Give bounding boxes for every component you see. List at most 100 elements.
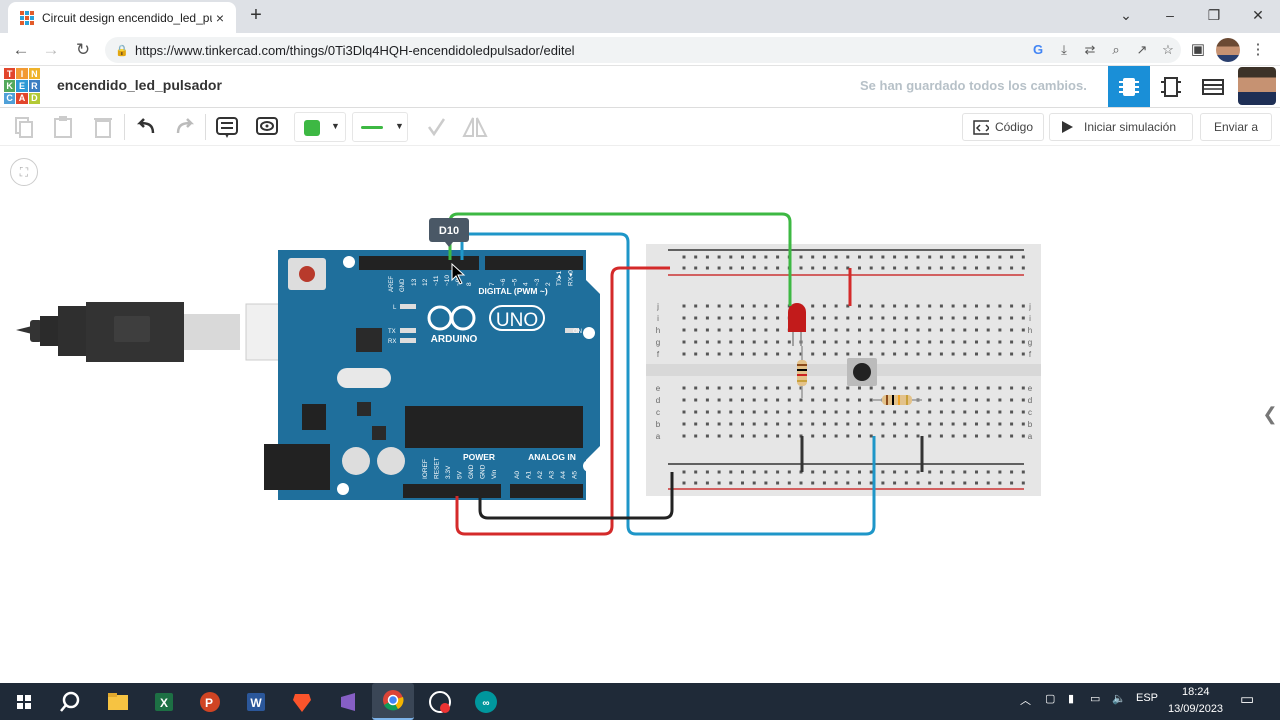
rail-hole[interactable] — [986, 266, 990, 270]
breadboard-hole[interactable] — [682, 328, 686, 332]
breadboard-hole[interactable] — [928, 328, 932, 332]
paste-icon[interactable] — [48, 112, 78, 142]
breadboard-hole[interactable] — [893, 410, 897, 414]
breadboard-hole[interactable] — [752, 328, 756, 332]
breadboard-hole[interactable] — [939, 304, 943, 308]
rail-hole[interactable] — [1021, 470, 1025, 474]
breadboard-hole[interactable] — [881, 328, 885, 332]
breadboard-hole[interactable] — [963, 398, 967, 402]
breadboard-hole[interactable] — [951, 304, 955, 308]
breadboard-hole[interactable] — [904, 328, 908, 332]
breadboard-hole[interactable] — [1010, 352, 1014, 356]
breadboard-hole[interactable] — [822, 352, 826, 356]
recorder-icon[interactable] — [424, 686, 456, 718]
rail-hole[interactable] — [939, 266, 943, 270]
send-to-button[interactable]: Enviar a — [1200, 113, 1272, 141]
chevron-up-icon[interactable]: ︿ — [1020, 695, 1031, 707]
breadboard-hole[interactable] — [869, 398, 873, 402]
breadboard-hole[interactable] — [705, 328, 709, 332]
start-simulation-button[interactable]: Iniciar simulación — [1049, 113, 1193, 141]
breadboard-hole[interactable] — [694, 434, 698, 438]
breadboard-hole[interactable] — [998, 340, 1002, 344]
breadboard-hole[interactable] — [858, 328, 861, 332]
clock-time[interactable]: 18:24 — [1182, 686, 1210, 698]
black-wire-gnd[interactable] — [478, 472, 674, 520]
rail-hole[interactable] — [869, 266, 873, 270]
breadboard-hole[interactable] — [776, 316, 780, 320]
breadboard-hole[interactable] — [1021, 316, 1025, 320]
breadboard-hole[interactable] — [846, 398, 850, 402]
rail-hole[interactable] — [752, 255, 756, 259]
breadboard-hole[interactable] — [729, 398, 733, 402]
breadboard-hole[interactable] — [682, 304, 686, 308]
schematic-view-button[interactable] — [1150, 66, 1192, 107]
breadboard-hole[interactable] — [963, 352, 967, 356]
breadboard-hole[interactable] — [951, 398, 955, 402]
breadboard-hole[interactable] — [717, 316, 721, 320]
breadboard-hole[interactable] — [986, 398, 990, 402]
project-name[interactable]: encendido_led_pulsador — [57, 77, 222, 93]
breadboard-hole[interactable] — [916, 434, 920, 438]
breadboard-hole[interactable] — [787, 410, 791, 414]
breadboard-hole[interactable] — [682, 340, 686, 344]
breadboard-hole[interactable] — [975, 386, 978, 390]
rail-hole[interactable] — [729, 266, 733, 270]
rail-hole[interactable] — [928, 266, 932, 270]
rail-hole[interactable] — [951, 266, 955, 270]
rail-hole[interactable] — [881, 255, 885, 259]
breadboard-hole[interactable] — [998, 410, 1002, 414]
breadboard-hole[interactable] — [822, 410, 826, 414]
breadboard-hole[interactable] — [834, 316, 838, 320]
rail-hole[interactable] — [986, 255, 990, 259]
close-tab-icon[interactable]: × — [215, 9, 225, 26]
rail-hole[interactable] — [764, 266, 768, 270]
breadboard-hole[interactable] — [717, 340, 721, 344]
browser-menu-icon[interactable]: ⋮ — [1250, 41, 1266, 58]
push-button[interactable] — [847, 358, 877, 386]
breadboard-hole[interactable] — [717, 352, 721, 356]
rail-hole[interactable] — [1021, 481, 1025, 485]
rail-hole[interactable] — [846, 255, 850, 259]
breadboard-hole[interactable] — [846, 340, 850, 344]
rail-hole[interactable] — [893, 481, 897, 485]
breadboard-hole[interactable] — [1010, 304, 1014, 308]
annotate-icon[interactable] — [212, 112, 242, 142]
breadboard-hole[interactable] — [881, 434, 885, 438]
undo-icon[interactable] — [131, 112, 161, 142]
breadboard-hole[interactable] — [951, 422, 955, 426]
breadboard-hole[interactable] — [822, 422, 826, 426]
breadboard-hole[interactable] — [764, 340, 768, 344]
rail-hole[interactable] — [822, 266, 826, 270]
circuit-view-button[interactable] — [1108, 66, 1150, 107]
breadboard-hole[interactable] — [998, 398, 1002, 402]
breadboard-hole[interactable] — [741, 328, 744, 332]
breadboard-hole[interactable] — [787, 434, 791, 438]
rail-hole[interactable] — [694, 266, 698, 270]
breadboard-hole[interactable] — [1010, 410, 1014, 414]
rail-hole[interactable] — [799, 481, 803, 485]
breadboard-hole[interactable] — [1021, 328, 1025, 332]
breadboard-hole[interactable] — [951, 352, 955, 356]
breadboard-hole[interactable] — [764, 410, 768, 414]
rail-hole[interactable] — [694, 470, 698, 474]
rail-hole[interactable] — [764, 470, 768, 474]
breadboard-hole[interactable] — [1010, 316, 1014, 320]
breadboard-hole[interactable] — [916, 386, 920, 390]
breadboard-hole[interactable] — [776, 352, 780, 356]
back-button[interactable]: ← — [12, 40, 30, 59]
breadboard-hole[interactable] — [951, 316, 955, 320]
breadboard-hole[interactable] — [1021, 434, 1025, 438]
breadboard-hole[interactable] — [811, 410, 815, 414]
breadboard-hole[interactable] — [1021, 304, 1025, 308]
breadboard-hole[interactable] — [717, 410, 721, 414]
breadboard-hole[interactable] — [963, 434, 967, 438]
breadboard-hole[interactable] — [729, 352, 733, 356]
breadboard-hole[interactable] — [752, 340, 756, 344]
rail-hole[interactable] — [694, 255, 698, 259]
circuit-canvas[interactable]: ⛶ ❮ — [0, 146, 1280, 683]
breadboard-hole[interactable] — [752, 386, 756, 390]
breadboard-hole[interactable] — [741, 386, 744, 390]
breadboard-hole[interactable] — [963, 422, 967, 426]
breadboard-hole[interactable] — [764, 386, 768, 390]
